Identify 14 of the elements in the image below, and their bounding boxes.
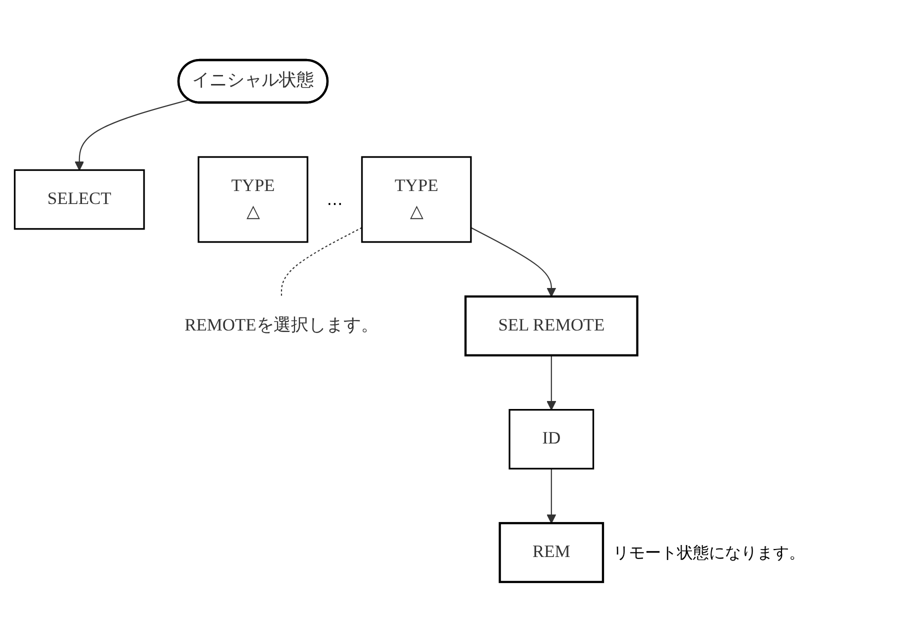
arrow — [74, 99, 190, 171]
arrow — [546, 468, 556, 524]
node-box: TYPE △ — [198, 156, 308, 243]
node-text: REMOTEを選択します。 — [184, 316, 378, 335]
connector — [280, 227, 362, 296]
result-note: リモート状態になります。 — [612, 542, 805, 564]
node-box: ID — [508, 409, 594, 470]
arrow — [470, 227, 556, 297]
node-box: SELECT — [14, 169, 145, 230]
node-box: TYPE △ — [361, 156, 472, 243]
node-box: SEL REMOTE — [464, 295, 638, 356]
ellipsis-note: … — [326, 190, 343, 208]
node-box: REM — [498, 522, 604, 584]
arrow — [546, 355, 556, 410]
